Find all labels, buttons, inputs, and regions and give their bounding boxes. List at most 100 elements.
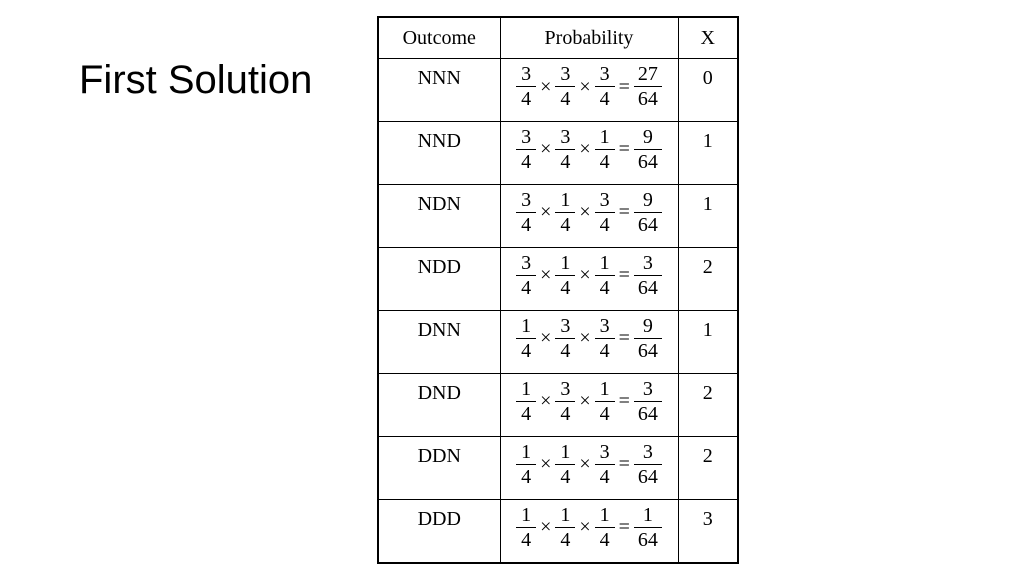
fraction-denominator: 4 [599,528,610,551]
fraction-numerator: 9 [633,127,662,150]
result-fraction: 9 64 [633,316,662,362]
factor-1-fraction: 3 4 [516,253,537,299]
factor-1-fraction: 1 4 [516,442,537,487]
fraction-denominator: 4 [521,88,532,110]
fraction-numerator: 1 [633,505,662,528]
fraction-denominator: 4 [599,402,610,425]
times-symbol: × [579,390,591,413]
outcome-cell: DDN [377,435,501,500]
factor-3-fraction: 1 4 [594,379,615,425]
fraction-numerator: 3 [594,190,615,213]
probability-cell: 3 4 × 3 4 × 1 4 = 9 64 [499,120,679,185]
factor-3-fraction: 3 4 [594,64,615,110]
factor-1-fraction: 3 4 [516,64,537,110]
x-value-cell: 1 [677,120,739,185]
table-row: DNN 1 4 × 3 4 × 3 4 = 9 [377,309,739,374]
fraction-denominator: 64 [637,276,658,299]
equals-symbol: = [618,453,630,476]
times-symbol: × [579,138,591,161]
probability-expression: 1 4 × 3 4 × 3 4 = 9 64 [516,316,662,361]
fraction-denominator: 64 [637,339,658,362]
x-value-cell: 2 [677,372,739,437]
factor-2-fraction: 3 4 [555,316,576,361]
fraction-numerator: 1 [594,505,615,528]
equals-symbol: = [618,201,630,224]
times-symbol: × [579,327,591,350]
times-symbol: × [540,201,552,224]
probability-cell: 3 4 × 3 4 × 3 4 = 27 64 [499,58,679,122]
fraction-denominator: 4 [521,213,532,236]
factor-2-fraction: 3 4 [555,127,576,172]
x-value-cell: 1 [677,309,739,374]
equals-symbol: = [618,138,630,161]
times-symbol: × [579,201,591,224]
outcome-cell: NDD [377,246,501,311]
equals-symbol: = [618,264,630,287]
outcome-cell: DDD [377,498,501,564]
table-row: NDN 3 4 × 1 4 × 3 4 = 9 [377,183,739,248]
fraction-numerator: 3 [555,379,576,402]
factor-1-fraction: 3 4 [516,127,537,172]
factor-1-fraction: 1 4 [516,505,537,551]
factor-3-fraction: 3 4 [594,442,615,488]
fraction-numerator: 3 [516,190,537,213]
probability-expression: 1 4 × 1 4 × 3 4 = 3 64 [516,442,662,487]
fraction-numerator: 3 [633,442,662,465]
factor-2-fraction: 1 4 [555,505,576,550]
outcome-cell: NND [377,120,501,185]
probability-expression: 3 4 × 1 4 × 1 4 = 3 64 [516,253,662,298]
factor-1-fraction: 3 4 [516,190,537,236]
factor-3-fraction: 3 4 [594,190,615,236]
table-header-row: Outcome Probability X [377,16,739,59]
fraction-denominator: 4 [599,465,610,488]
fraction-numerator: 3 [594,64,615,87]
fraction-denominator: 4 [599,88,610,110]
factor-2-fraction: 1 4 [555,442,576,488]
result-fraction: 3 64 [633,379,662,425]
fraction-numerator: 1 [555,442,576,465]
fraction-denominator: 64 [637,213,658,236]
times-symbol: × [540,390,552,413]
fraction-denominator: 4 [521,528,532,551]
fraction-numerator: 1 [594,379,615,402]
x-value-cell: 2 [677,246,739,311]
equals-symbol: = [618,327,630,350]
fraction-denominator: 4 [521,276,532,299]
fraction-denominator: 4 [521,339,532,362]
fraction-denominator: 64 [637,402,658,425]
probability-expression: 3 4 × 3 4 × 3 4 = 27 64 [516,64,662,109]
outcome-cell: DNN [377,309,501,374]
x-value-cell: 2 [677,435,739,500]
times-symbol: × [540,264,552,287]
times-symbol: × [579,453,591,476]
fraction-numerator: 9 [633,316,662,339]
fraction-denominator: 4 [599,339,610,362]
result-fraction: 1 64 [633,505,662,551]
fraction-numerator: 3 [516,127,537,150]
x-value-cell: 1 [677,183,739,248]
fraction-numerator: 3 [516,64,537,87]
probability-cell: 1 4 × 1 4 × 1 4 = 1 64 [499,498,679,564]
factor-1-fraction: 1 4 [516,379,537,424]
factor-2-fraction: 1 4 [555,190,576,235]
x-value-cell: 3 [677,498,739,564]
fraction-denominator: 64 [637,528,658,551]
fraction-numerator: 3 [516,253,537,276]
fraction-denominator: 64 [637,88,658,110]
times-symbol: × [540,453,552,476]
probability-cell: 1 4 × 3 4 × 1 4 = 3 64 [499,372,679,437]
fraction-denominator: 4 [599,213,610,236]
fraction-denominator: 4 [560,465,571,488]
fraction-denominator: 4 [599,276,610,299]
result-fraction: 3 64 [633,442,662,487]
probability-cell: 1 4 × 1 4 × 3 4 = 3 64 [499,435,679,500]
times-symbol: × [579,516,591,539]
factor-3-fraction: 3 4 [594,316,615,362]
table-row: NNN 3 4 × 3 4 × 3 4 = 27 [377,58,739,122]
outcome-cell: NDN [377,183,501,248]
fraction-numerator: 3 [633,253,662,276]
times-symbol: × [579,264,591,287]
outcome-cell: DND [377,372,501,437]
result-fraction: 9 64 [633,127,662,172]
probability-expression: 3 4 × 3 4 × 1 4 = 9 64 [516,127,662,172]
